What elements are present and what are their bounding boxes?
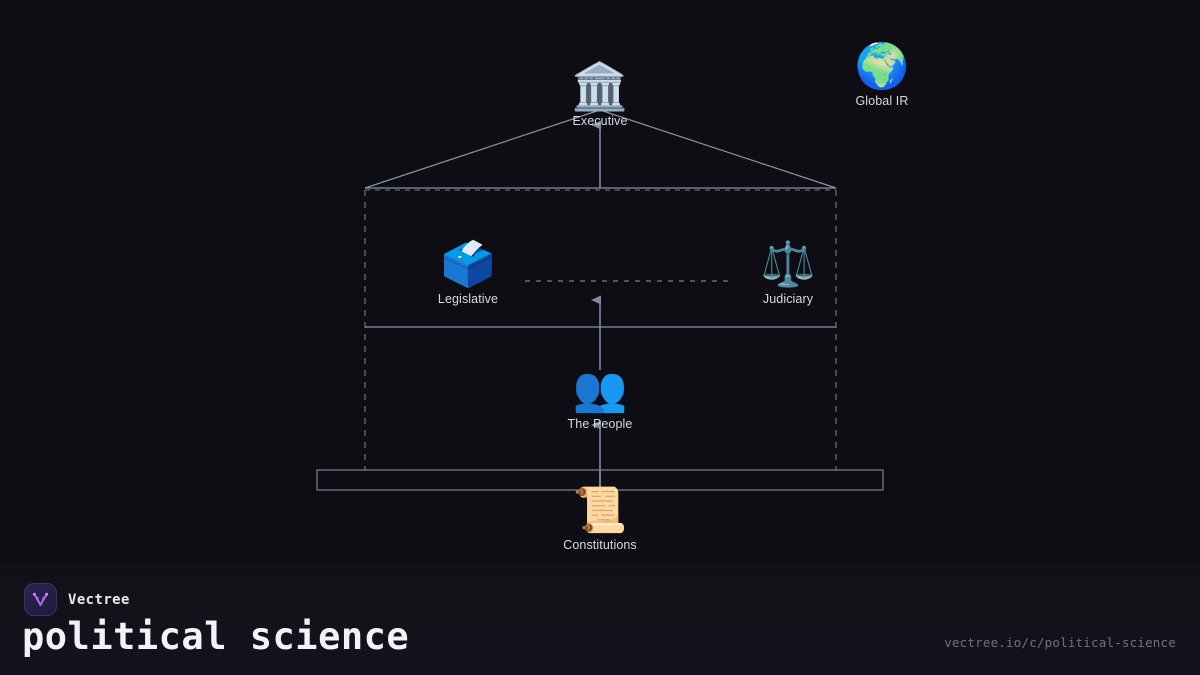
page-title: political science [22,615,410,658]
node-label-global-ir: Global IR [855,94,909,108]
brand-name: Vectree [68,591,130,608]
ballot-box-icon: 🗳️ [440,239,496,290]
globe-europe-africa-icon: 🌍 [854,41,910,92]
node-constitutions[interactable]: 📜 Constitutions [530,485,670,553]
scroll-icon: 📜 [572,485,628,536]
node-executive[interactable]: 🏛️ Executive [530,63,670,128]
footer-bar: Vectree political science vectree.io/c/p… [0,565,1200,675]
node-label-the-people: The People [567,417,633,431]
vectree-logo-icon [24,583,57,616]
node-label-executive: Executive [572,114,628,128]
brand-row[interactable]: Vectree [24,583,130,616]
balance-scale-icon: ⚖️ [760,239,816,290]
edge-people-to-branches [365,295,836,370]
node-label-judiciary: Judiciary [762,292,814,306]
footer-url[interactable]: vectree.io/c/political-science [944,635,1176,650]
node-legislative[interactable]: 🗳️ Legislative [398,239,538,307]
node-global-ir[interactable]: 🌍 Global IR [812,41,952,109]
node-the-people[interactable]: 👥 The People [530,364,670,432]
busts-in-silhouette-icon: 👥 [572,364,628,415]
node-label-legislative: Legislative [437,292,499,306]
node-label-constitutions: Constitutions [563,538,637,552]
classical-building-icon: 🏛️ [571,59,629,113]
node-judiciary[interactable]: ⚖️ Judiciary [718,239,858,307]
